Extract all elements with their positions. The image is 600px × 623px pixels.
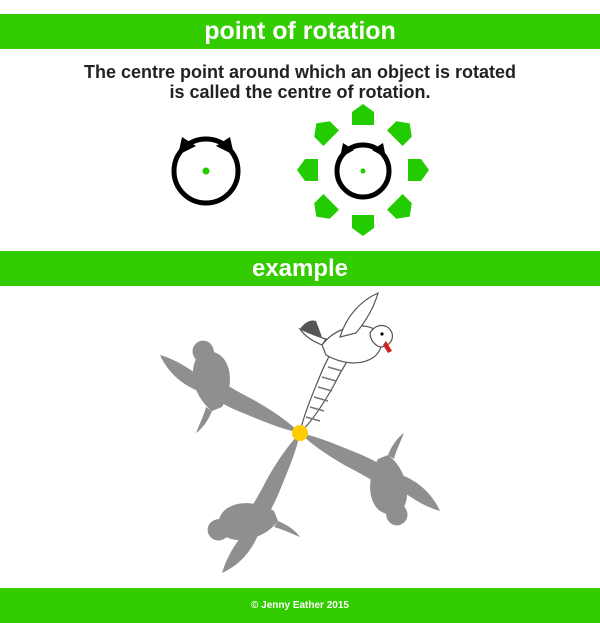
rotation-point xyxy=(292,425,308,441)
rotated-arrow-shape xyxy=(352,104,374,125)
rotation-circle xyxy=(334,142,392,200)
rotated-arrow-shape xyxy=(387,121,412,146)
bird-shadow-bottom xyxy=(207,433,300,573)
centre-dot xyxy=(202,167,210,175)
rotation-circle-diagram xyxy=(171,136,241,206)
arrowhead-right-icon xyxy=(372,143,386,158)
copyright-text: © Jenny Eather 2015 xyxy=(251,600,349,611)
rotated-arrow-shape xyxy=(297,159,318,181)
bird-shadow-left xyxy=(160,340,300,433)
example-title: example xyxy=(251,255,349,282)
centre-dot xyxy=(360,168,366,174)
rotated-arrow-shape xyxy=(387,194,412,219)
example-banner: example xyxy=(0,251,600,286)
footer-banner: © Jenny Eather 2015 xyxy=(0,588,600,623)
bird-shadow-right xyxy=(300,433,440,526)
arrowhead-right-icon xyxy=(216,137,234,155)
definition-line-1: The centre point around which an object … xyxy=(83,62,517,82)
rotation-circle xyxy=(171,136,241,206)
seagull-original xyxy=(299,292,393,434)
rotated-arrow-shape xyxy=(314,194,339,219)
seagull-rotation-example xyxy=(160,292,440,573)
arrowhead-left-icon xyxy=(340,143,354,158)
rotated-arrows-diagram xyxy=(297,104,429,236)
definition-line-2: is called the centre of rotation. xyxy=(169,82,431,102)
rotated-arrow-shape xyxy=(352,215,374,236)
page-title: point of rotation xyxy=(204,17,396,45)
arrowhead-left-icon xyxy=(178,137,196,155)
rotated-arrow-shape xyxy=(408,159,429,181)
eye-icon xyxy=(380,332,384,336)
rotated-arrow-shape xyxy=(314,121,339,146)
beak-icon xyxy=(383,341,392,353)
title-banner: point of rotation xyxy=(0,14,600,49)
